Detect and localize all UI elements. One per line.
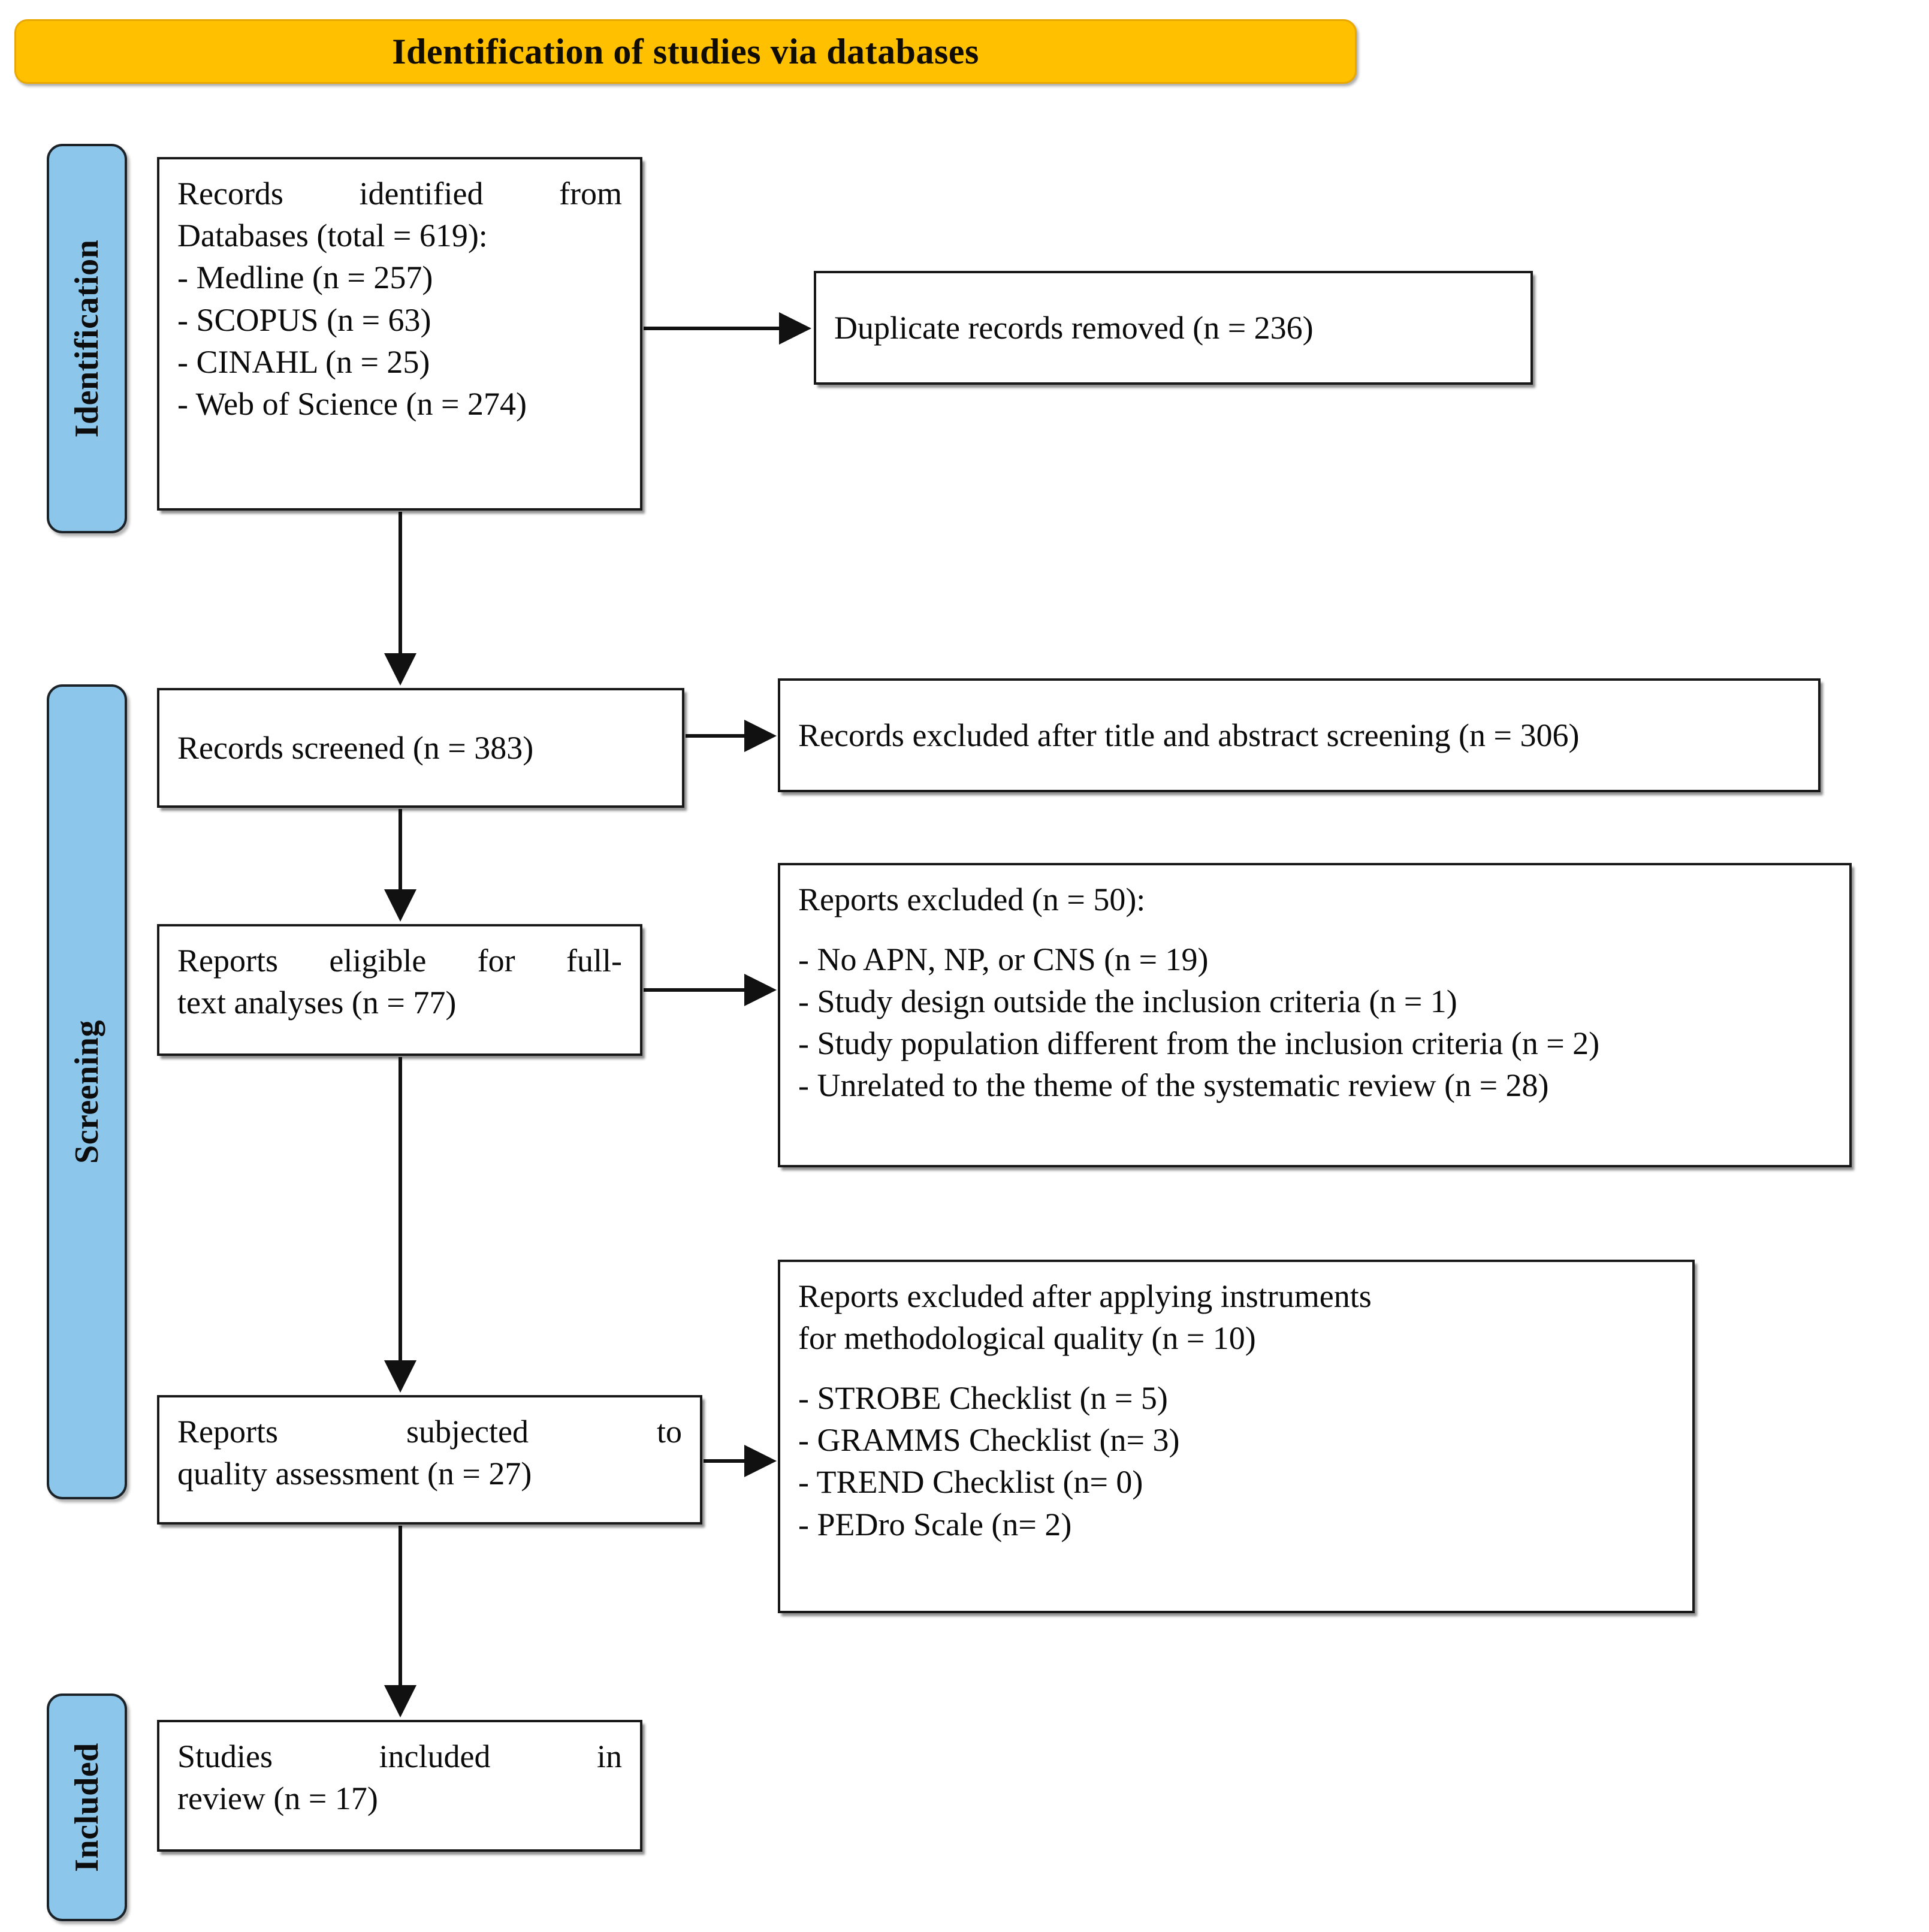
quality-assessment-line-2: quality assessment (n = 27) bbox=[177, 1456, 532, 1492]
box-records-identified: Records identified from Databases (total… bbox=[157, 157, 642, 511]
records-identified-wos: - Web of Science (n = 274) bbox=[177, 385, 527, 422]
excluded-quality-item-1: - GRAMMS Checklist (n= 3) bbox=[798, 1422, 1180, 1459]
excluded-quality-item-2: - TREND Checklist (n= 0) bbox=[798, 1464, 1143, 1501]
reports-excluded-item-0: - No APN, NP, or CNS (n = 19) bbox=[798, 941, 1209, 977]
records-identified-cinahl: - CINAHL (n = 25) bbox=[177, 343, 430, 380]
stage-bar-identification: Identification bbox=[47, 144, 127, 533]
box-reports-eligible: Reports eligible for full- text analyses… bbox=[157, 924, 642, 1056]
box-records-screened: Records screened (n = 383) bbox=[157, 688, 684, 808]
records-identified-scopus: - SCOPUS (n = 63) bbox=[177, 301, 431, 338]
records-identified-line-2: Databases (total = 619): bbox=[177, 218, 488, 254]
excluded-quality-heading-line-2: for methodological quality (n = 10) bbox=[798, 1320, 1256, 1357]
box-reports-excluded: Reports excluded (n = 50): - No APN, NP,… bbox=[778, 863, 1852, 1167]
studies-included-line-2: review (n = 17) bbox=[177, 1780, 378, 1817]
box-reports-quality-assessment: Reports subjected to quality assessment … bbox=[157, 1395, 702, 1525]
reports-excluded-item-3: - Unrelated to the theme of the systemat… bbox=[798, 1067, 1549, 1104]
excluded-quality-item-3: - PEDro Scale (n= 2) bbox=[798, 1506, 1072, 1542]
records-identified-medline: - Medline (n = 257) bbox=[177, 259, 433, 296]
excluded-quality-heading-line-1: Reports excluded after applying instrume… bbox=[798, 1278, 1372, 1314]
reports-excluded-heading: Reports excluded (n = 50): bbox=[798, 882, 1146, 917]
reports-excluded-item-1: - Study design outside the inclusion cri… bbox=[798, 983, 1457, 1020]
records-screened-text: Records screened (n = 383) bbox=[177, 729, 534, 766]
box-studies-included: Studies included in review (n = 17) bbox=[157, 1720, 642, 1852]
stage-bar-included: Included bbox=[47, 1693, 127, 1921]
duplicate-records-text: Duplicate records removed (n = 236) bbox=[834, 309, 1314, 346]
excluded-quality-item-0: - STROBE Checklist (n = 5) bbox=[798, 1380, 1168, 1417]
box-duplicate-records-removed: Duplicate records removed (n = 236) bbox=[814, 271, 1533, 385]
box-reports-excluded-quality: Reports excluded after applying instrume… bbox=[778, 1260, 1695, 1613]
studies-included-line-1: Studies included in bbox=[177, 1738, 622, 1774]
stage-bar-screening: Screening bbox=[47, 684, 127, 1499]
reports-eligible-line-1: Reports eligible for full- bbox=[177, 943, 622, 979]
reports-eligible-line-2: text analyses (n = 77) bbox=[177, 985, 457, 1021]
diagram-title-text: Identification of studies via databases bbox=[392, 31, 979, 71]
reports-excluded-item-2: - Study population different from the in… bbox=[798, 1025, 1600, 1062]
box-records-excluded-title-abstract: Records excluded after title and abstrac… bbox=[778, 678, 1821, 792]
diagram-title-banner: Identification of studies via databases bbox=[14, 19, 1357, 84]
records-excluded-title-abstract-text: Records excluded after title and abstrac… bbox=[798, 717, 1580, 753]
records-identified-line-1: Records identified from bbox=[177, 176, 622, 212]
quality-assessment-line-1: Reports subjected to bbox=[177, 1414, 682, 1450]
